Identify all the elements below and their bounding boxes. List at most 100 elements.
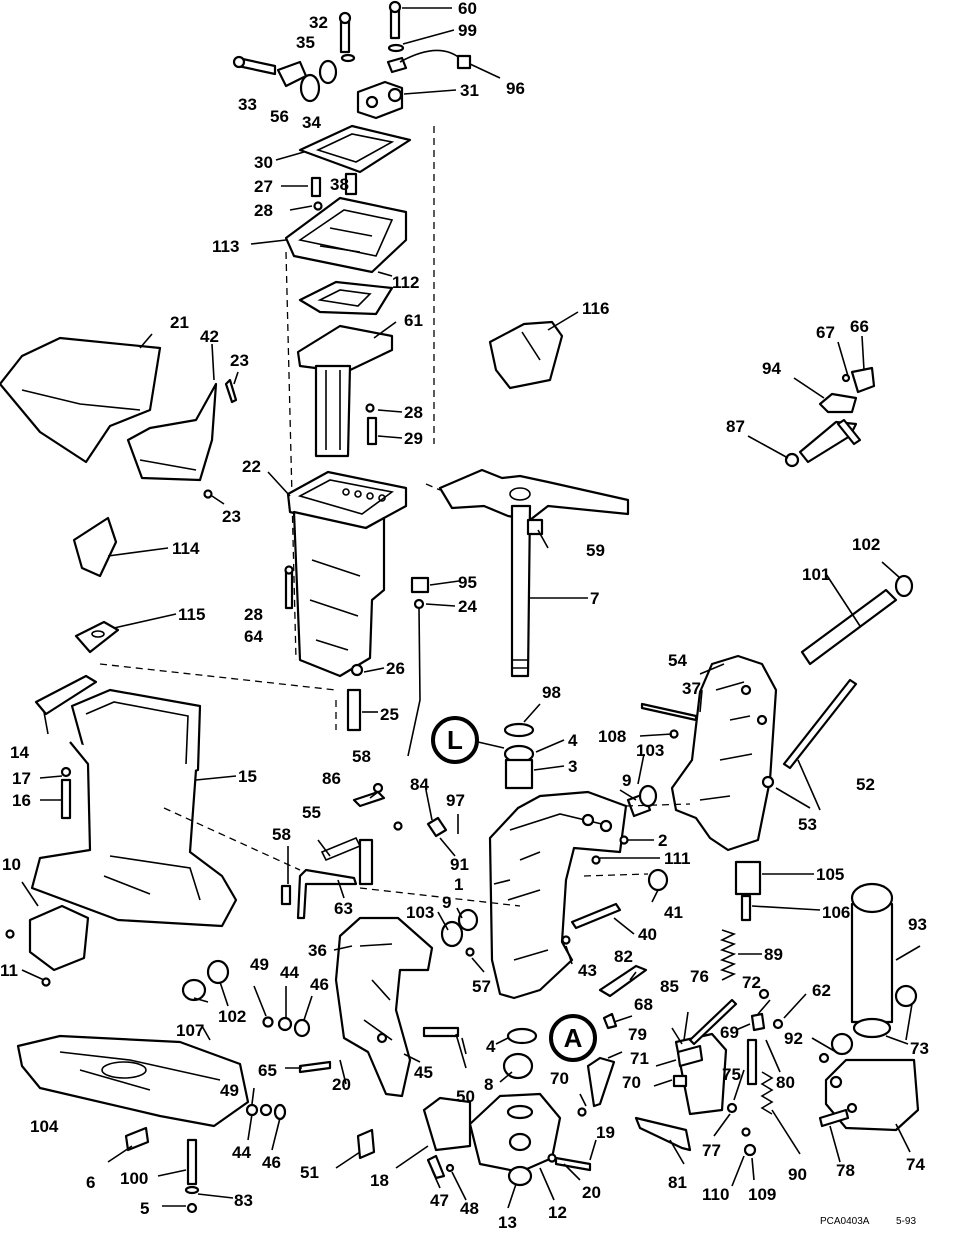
callout-112: 112 bbox=[392, 273, 419, 292]
bottom-left-parts-group bbox=[16, 959, 311, 1214]
exhaust-plate-group bbox=[284, 124, 435, 661]
callout-114: 114 bbox=[172, 539, 200, 558]
callout-70-right: 70 bbox=[622, 1073, 641, 1092]
callout-7: 7 bbox=[590, 589, 599, 608]
callout-77: 77 bbox=[702, 1141, 721, 1160]
leader-lines bbox=[21, 7, 921, 1209]
callout-74: 74 bbox=[906, 1155, 925, 1174]
callout-100: 100 bbox=[120, 1169, 148, 1188]
callout-31: 31 bbox=[460, 81, 479, 100]
callout-27: 27 bbox=[254, 177, 273, 196]
callout-45: 45 bbox=[414, 1063, 433, 1082]
callout-12: 12 bbox=[548, 1203, 567, 1222]
callout-23-upper: 23 bbox=[230, 351, 249, 370]
callout-102-upper: 102 bbox=[852, 535, 880, 554]
callout-79: 79 bbox=[628, 1025, 647, 1044]
callout-73: 73 bbox=[910, 1039, 929, 1058]
callout-20-right: 20 bbox=[582, 1183, 601, 1202]
callout-28-mid: 28 bbox=[404, 403, 423, 422]
callout-94: 94 bbox=[762, 359, 781, 378]
callout-57: 57 bbox=[472, 977, 491, 996]
callout-65: 65 bbox=[258, 1061, 277, 1080]
callout-26: 26 bbox=[386, 659, 405, 678]
upper-right-parts-group bbox=[488, 320, 876, 468]
callout-18: 18 bbox=[370, 1171, 389, 1190]
callout-56: 56 bbox=[270, 107, 289, 126]
callout-84: 84 bbox=[410, 775, 429, 794]
callout-15: 15 bbox=[238, 767, 257, 786]
callout-43: 43 bbox=[578, 961, 597, 980]
callout-3: 3 bbox=[568, 757, 577, 776]
callout-107: 107 bbox=[176, 1021, 204, 1040]
callout-87: 87 bbox=[726, 417, 745, 436]
callout-103-lower: 103 bbox=[406, 903, 434, 922]
badge-top-label: L bbox=[447, 725, 463, 755]
callout-93: 93 bbox=[908, 915, 927, 934]
callout-42: 42 bbox=[200, 327, 219, 346]
callout-35: 35 bbox=[296, 33, 315, 52]
callout-85: 85 bbox=[660, 977, 679, 996]
midsection-housing-group bbox=[5, 688, 238, 987]
callout-76: 76 bbox=[690, 967, 709, 986]
callout-44-upper: 44 bbox=[280, 963, 299, 982]
stern-bracket-group bbox=[640, 574, 914, 852]
callout-99: 99 bbox=[458, 21, 477, 40]
callout-53: 53 bbox=[798, 815, 817, 834]
callout-90: 90 bbox=[788, 1165, 807, 1184]
callout-70-left: 70 bbox=[550, 1069, 569, 1088]
callout-48: 48 bbox=[460, 1199, 479, 1218]
trim-cylinder-group bbox=[719, 860, 920, 1132]
callout-89: 89 bbox=[764, 945, 783, 964]
callout-58-lower: 58 bbox=[272, 825, 291, 844]
callout-96: 96 bbox=[506, 79, 525, 98]
callout-59: 59 bbox=[586, 541, 605, 560]
callout-82: 82 bbox=[614, 947, 633, 966]
callout-11: 11 bbox=[0, 961, 18, 980]
callout-51: 51 bbox=[300, 1163, 319, 1182]
lower-cover-group bbox=[0, 336, 238, 716]
callout-29: 29 bbox=[404, 429, 423, 448]
clamp-and-screw-group bbox=[356, 1027, 592, 1187]
callout-30: 30 bbox=[254, 153, 273, 172]
callout-106: 106 bbox=[822, 903, 850, 922]
callout-63: 63 bbox=[334, 899, 353, 918]
callout-69: 69 bbox=[720, 1023, 739, 1042]
alignment-lines bbox=[99, 483, 691, 907]
callout-49-lower: 49 bbox=[220, 1081, 239, 1100]
callout-32: 32 bbox=[309, 13, 328, 32]
callout-38: 38 bbox=[330, 175, 349, 194]
callout-24: 24 bbox=[458, 597, 477, 616]
callout-17: 17 bbox=[12, 769, 31, 788]
callout-68: 68 bbox=[634, 995, 653, 1014]
tilt-bracket-group bbox=[280, 782, 460, 1098]
callout-6: 6 bbox=[86, 1173, 95, 1192]
callout-33: 33 bbox=[238, 95, 257, 114]
callout-47: 47 bbox=[430, 1191, 449, 1210]
footer-date: 5-93 bbox=[896, 1216, 916, 1227]
footer-code: PCA0403A bbox=[820, 1216, 870, 1227]
footer: PCA0403A 5-93 bbox=[820, 1216, 916, 1227]
callout-116: 116 bbox=[582, 299, 609, 318]
exhaust-housing-group bbox=[284, 470, 430, 757]
callout-55: 55 bbox=[302, 803, 321, 822]
callout-labels: 60 99 96 31 32 35 33 56 34 30 27 38 28 1… bbox=[0, 0, 929, 1232]
callout-1: 1 bbox=[454, 875, 463, 894]
callout-81: 81 bbox=[668, 1173, 687, 1192]
callout-20-left: 20 bbox=[332, 1075, 351, 1094]
swivel-bracket-group bbox=[440, 784, 669, 1000]
callout-105: 105 bbox=[816, 865, 844, 884]
callout-92: 92 bbox=[784, 1029, 803, 1048]
callout-14: 14 bbox=[10, 743, 29, 762]
callout-28-upper: 28 bbox=[254, 201, 273, 220]
callout-9-upper: 9 bbox=[622, 771, 631, 790]
callout-44-lower: 44 bbox=[232, 1143, 251, 1162]
callout-4-upper: 4 bbox=[568, 731, 578, 750]
callout-21: 21 bbox=[170, 313, 189, 332]
callout-67: 67 bbox=[816, 323, 835, 342]
callout-46-lower: 46 bbox=[262, 1153, 281, 1172]
callout-102-lower: 102 bbox=[218, 1007, 246, 1026]
callout-28-lower: 28 bbox=[244, 605, 263, 624]
callout-16: 16 bbox=[12, 791, 31, 810]
callout-40: 40 bbox=[638, 925, 657, 944]
